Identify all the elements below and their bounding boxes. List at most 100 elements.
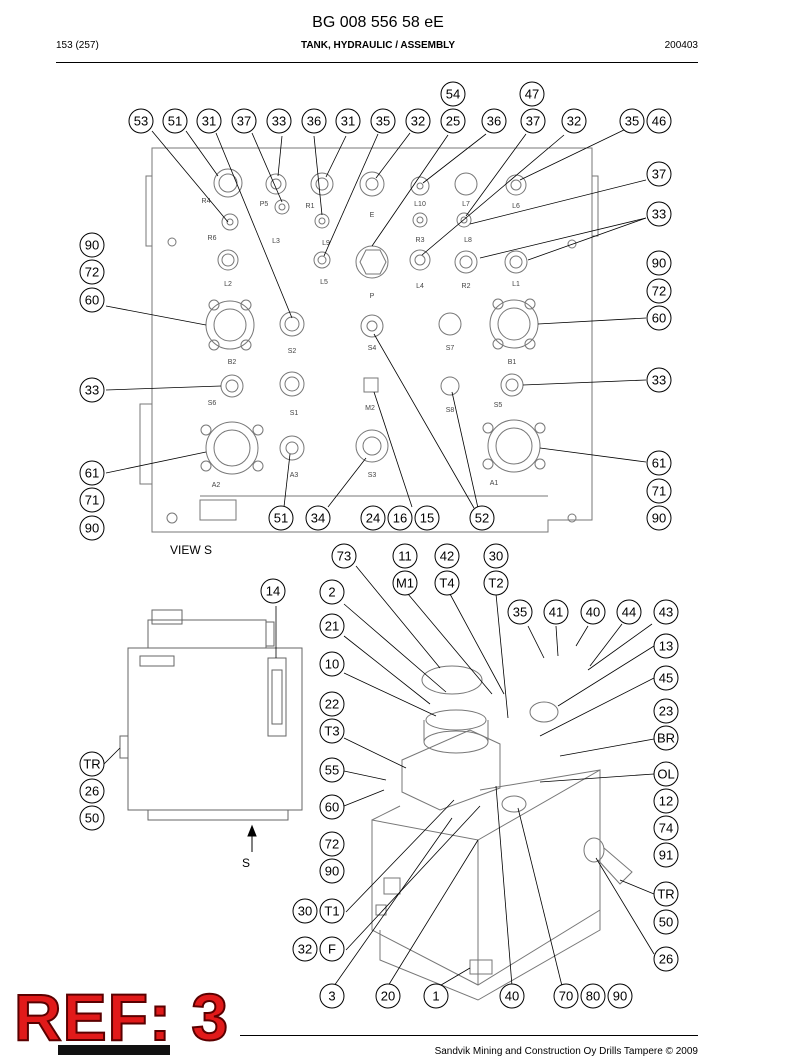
- svg-text:BR: BR: [657, 731, 675, 746]
- port-tag: R2: [462, 283, 471, 290]
- callouts: 54 47 53 51 31 37 33 36 31 35 32 25 36 3…: [79, 81, 679, 1009]
- footer-rule: [240, 1035, 698, 1036]
- callout: 30: [483, 543, 509, 569]
- svg-text:60: 60: [85, 293, 99, 308]
- callout: 47: [519, 81, 545, 107]
- port-tag: S7: [446, 345, 455, 352]
- callout: 10: [319, 651, 345, 677]
- callout: 51: [268, 505, 294, 531]
- callout: 90: [646, 250, 672, 276]
- port-tag: L6: [512, 203, 520, 210]
- svg-text:1: 1: [432, 989, 439, 1004]
- svg-text:37: 37: [526, 114, 540, 129]
- svg-text:51: 51: [168, 114, 182, 129]
- svg-text:71: 71: [652, 484, 666, 499]
- callout: 46: [646, 108, 672, 134]
- callout: 36: [301, 108, 327, 134]
- svg-text:53: 53: [134, 114, 148, 129]
- callout: 33: [646, 367, 672, 393]
- callout: BR: [653, 725, 679, 751]
- svg-text:44: 44: [622, 605, 636, 620]
- svg-text:40: 40: [586, 605, 600, 620]
- callout: 15: [414, 505, 440, 531]
- svg-text:35: 35: [376, 114, 390, 129]
- callout: 33: [79, 377, 105, 403]
- svg-text:90: 90: [85, 238, 99, 253]
- callout: 50: [653, 909, 679, 935]
- callout: M1: [392, 570, 418, 596]
- callout: 31: [196, 108, 222, 134]
- svg-text:73: 73: [337, 549, 351, 564]
- port-tag: S4: [368, 345, 377, 352]
- svg-text:T4: T4: [439, 576, 454, 591]
- svg-text:10: 10: [325, 657, 339, 672]
- svg-text:14: 14: [266, 584, 280, 599]
- port-tag: S2: [288, 348, 297, 355]
- callout: 31: [335, 108, 361, 134]
- section-title: TANK, HYDRAULIC / ASSEMBLY: [300, 40, 456, 51]
- callout: 90: [319, 858, 345, 884]
- port-tag: R1: [306, 203, 315, 210]
- svg-text:80: 80: [586, 989, 600, 1004]
- callout: 22: [319, 691, 345, 717]
- svg-text:20: 20: [381, 989, 395, 1004]
- svg-text:61: 61: [652, 456, 666, 471]
- svg-text:32: 32: [567, 114, 581, 129]
- svg-text:90: 90: [652, 511, 666, 526]
- top-plate-view: [139, 147, 599, 533]
- callout: 35: [507, 599, 533, 625]
- svg-text:47: 47: [525, 87, 539, 102]
- port-tag: A2: [212, 482, 221, 489]
- callout: 90: [79, 515, 105, 541]
- svg-text:T3: T3: [324, 724, 339, 739]
- svg-text:M1: M1: [396, 576, 414, 591]
- callout: 74: [653, 815, 679, 841]
- callout: 41: [543, 599, 569, 625]
- svg-text:26: 26: [659, 952, 673, 967]
- svg-text:32: 32: [298, 942, 312, 957]
- callout: 37: [520, 108, 546, 134]
- svg-text:46: 46: [652, 114, 666, 129]
- svg-text:2: 2: [328, 585, 335, 600]
- svg-text:90: 90: [652, 256, 666, 271]
- svg-text:51: 51: [274, 511, 288, 526]
- port-tags: R4 R6 L2 P5 L3 R1 L9 L5 E P L10 R3 L4 L7…: [202, 198, 520, 489]
- svg-text:42: 42: [440, 549, 454, 564]
- callout: 11: [392, 543, 418, 569]
- view-arrow-label: S: [242, 856, 251, 870]
- callout: 34: [305, 505, 331, 531]
- svg-text:72: 72: [325, 837, 339, 852]
- svg-text:3: 3: [328, 989, 335, 1004]
- callout: 30: [292, 898, 318, 924]
- svg-text:33: 33: [652, 373, 666, 388]
- callout: 55: [319, 757, 345, 783]
- callout: 54: [440, 81, 466, 107]
- svg-text:72: 72: [85, 265, 99, 280]
- svg-text:91: 91: [659, 848, 673, 863]
- port-tag: S3: [368, 472, 377, 479]
- svg-text:90: 90: [85, 521, 99, 536]
- callout: 35: [370, 108, 396, 134]
- port-tag: S5: [494, 402, 503, 409]
- svg-text:26: 26: [85, 784, 99, 799]
- callout: 60: [79, 287, 105, 313]
- callout: 32: [405, 108, 431, 134]
- side-view: [119, 609, 303, 852]
- callout: 42: [434, 543, 460, 569]
- port-tag: M2: [365, 405, 375, 412]
- port-tag: L8: [464, 237, 472, 244]
- svg-text:33: 33: [652, 207, 666, 222]
- svg-text:37: 37: [652, 167, 666, 182]
- svg-text:30: 30: [298, 904, 312, 919]
- callout: 32: [292, 936, 318, 962]
- svg-text:60: 60: [325, 800, 339, 815]
- svg-text:52: 52: [475, 511, 489, 526]
- port-tag: A1: [490, 480, 499, 487]
- svg-text:33: 33: [272, 114, 286, 129]
- callout: 61: [79, 460, 105, 486]
- svg-text:36: 36: [307, 114, 321, 129]
- svg-text:15: 15: [420, 511, 434, 526]
- callout: 43: [653, 599, 679, 625]
- callout: 90: [607, 983, 633, 1009]
